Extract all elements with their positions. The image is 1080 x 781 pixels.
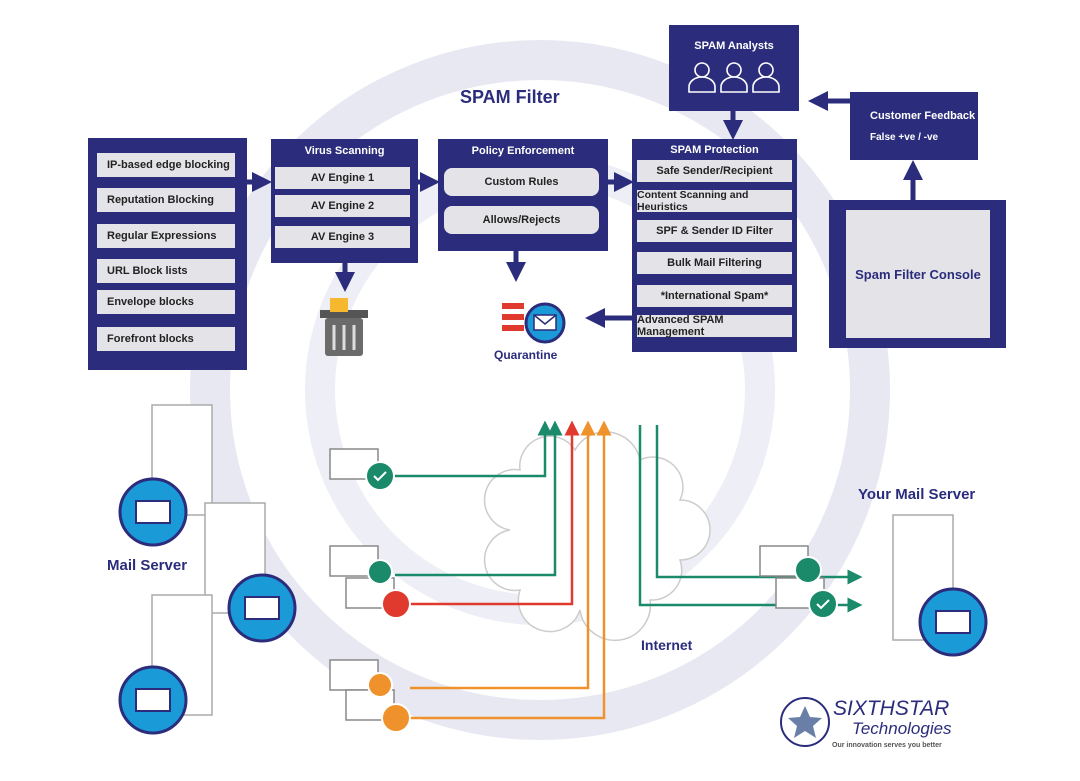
trash-icon xyxy=(320,298,368,356)
policy-item: Allows/Rejects xyxy=(444,206,599,234)
edge-item: Regular Expressions xyxy=(97,224,235,248)
logo-tagline: Our innovation serves you better xyxy=(832,742,942,749)
policy-item: Custom Rules xyxy=(444,168,599,196)
protection-item: Bulk Mail Filtering xyxy=(637,252,792,274)
flow-arrows xyxy=(247,91,923,328)
policy-panel: Policy Enforcement Custom Rules Allows/R… xyxy=(438,139,608,251)
protection-item: *International Spam* xyxy=(637,285,792,307)
edge-item: IP-based edge blocking xyxy=(97,153,235,177)
av-item: AV Engine 3 xyxy=(275,226,410,248)
virus-title: Virus Scanning xyxy=(304,145,385,157)
protection-item: Content Scanning and Heuristics xyxy=(637,189,792,213)
spam-protection-panel: SPAM Protection Safe Sender/Recipient Co… xyxy=(632,139,797,352)
policy-title: Policy Enforcement xyxy=(471,145,575,157)
edge-item: URL Block lists xyxy=(97,259,235,283)
analyst-users-icon xyxy=(688,62,780,93)
status-badges xyxy=(365,461,838,733)
protection-item: Safe Sender/Recipient xyxy=(637,160,792,182)
quarantine-icon xyxy=(502,302,566,344)
your-mail-server-label: Your Mail Server xyxy=(858,486,976,503)
cloud xyxy=(483,431,711,642)
logo-star-icon xyxy=(780,697,830,747)
edge-blocks-panel: IP-based edge blocking Reputation Blocki… xyxy=(88,138,247,370)
edge-item: Forefront blocks xyxy=(97,327,235,351)
edge-item: Envelope blocks xyxy=(97,290,235,314)
protection-item: SPF & Sender ID Filter xyxy=(637,220,792,242)
page-title: SPAM Filter xyxy=(460,87,560,107)
spam-filter-console[interactable]: Spam Filter Console xyxy=(829,200,1006,348)
quarantine-label: Quarantine xyxy=(494,348,558,362)
virus-scanning-panel: Virus Scanning AV Engine 1 AV Engine 2 A… xyxy=(271,139,418,263)
av-item: AV Engine 1 xyxy=(275,167,410,189)
internet-label: Internet xyxy=(641,637,693,653)
protection-title: SPAM Protection xyxy=(670,144,759,156)
mail-server-label: Mail Server xyxy=(107,557,188,574)
spam-analysts-panel: SPAM Analysts xyxy=(669,25,799,111)
feedback-title: Customer Feedback xyxy=(870,110,976,122)
edge-item: Reputation Blocking xyxy=(97,188,235,212)
logo-name: SIXTHSTAR xyxy=(833,697,950,720)
feedback-subtitle: False +ve / -ve xyxy=(870,132,939,143)
av-item: AV Engine 2 xyxy=(275,195,410,217)
logo-sub: Technologies xyxy=(852,719,952,738)
protection-item: Advanced SPAM Management xyxy=(637,314,792,338)
console-label: Spam Filter Console xyxy=(846,210,990,338)
customer-feedback-panel: Customer Feedback False +ve / -ve xyxy=(850,92,978,160)
analysts-title: SPAM Analysts xyxy=(694,40,774,52)
